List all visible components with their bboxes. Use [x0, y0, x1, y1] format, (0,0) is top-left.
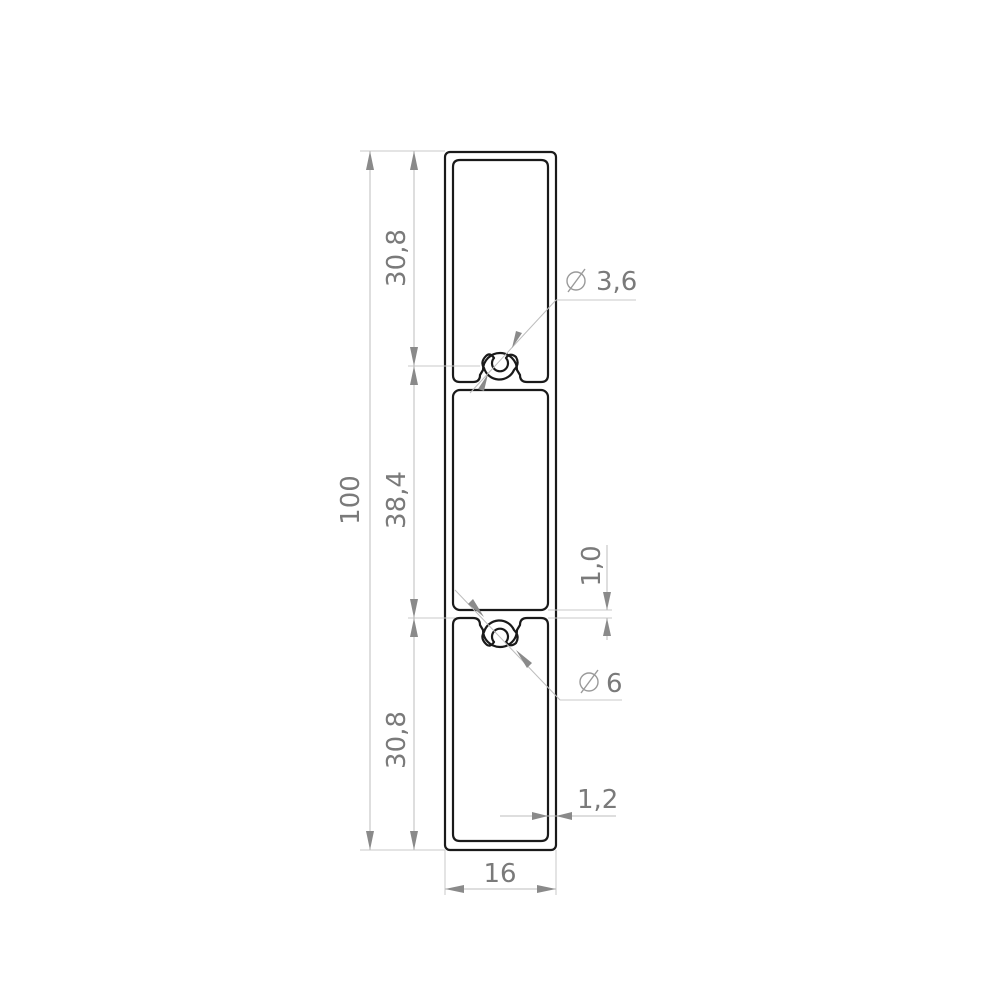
wall-thickness-label: 1,2	[577, 785, 618, 815]
bottom-c-clip	[481, 619, 519, 647]
top-c-clip	[481, 353, 519, 381]
slot-gap-label: 1,0	[577, 545, 607, 586]
dimension-labels: 100 30,8 38,4 30,8 1,0 3,6 6 1,2 16	[336, 229, 637, 889]
width-label: 16	[483, 859, 516, 889]
dimension-lines	[366, 151, 616, 893]
outer-wall	[443, 150, 558, 852]
extension-lines	[360, 150, 636, 895]
diameter-symbol-icon	[579, 669, 599, 694]
bottom-chamber-label: 30,8	[382, 711, 412, 769]
bottom-chamber-contour	[451, 616, 550, 843]
bore-diameter-label: 6	[606, 669, 623, 699]
diameter-symbols	[566, 268, 599, 694]
diameter-symbol-icon	[566, 268, 586, 293]
middle-chamber-label: 38,4	[382, 471, 412, 529]
middle-chamber-contour	[451, 388, 550, 612]
overall-height-label: 100	[336, 475, 366, 525]
pin-diameter-label: 3,6	[596, 267, 637, 297]
top-chamber-contour	[451, 158, 550, 384]
top-chamber-label: 30,8	[382, 229, 412, 287]
aluminium-profile	[443, 150, 558, 852]
